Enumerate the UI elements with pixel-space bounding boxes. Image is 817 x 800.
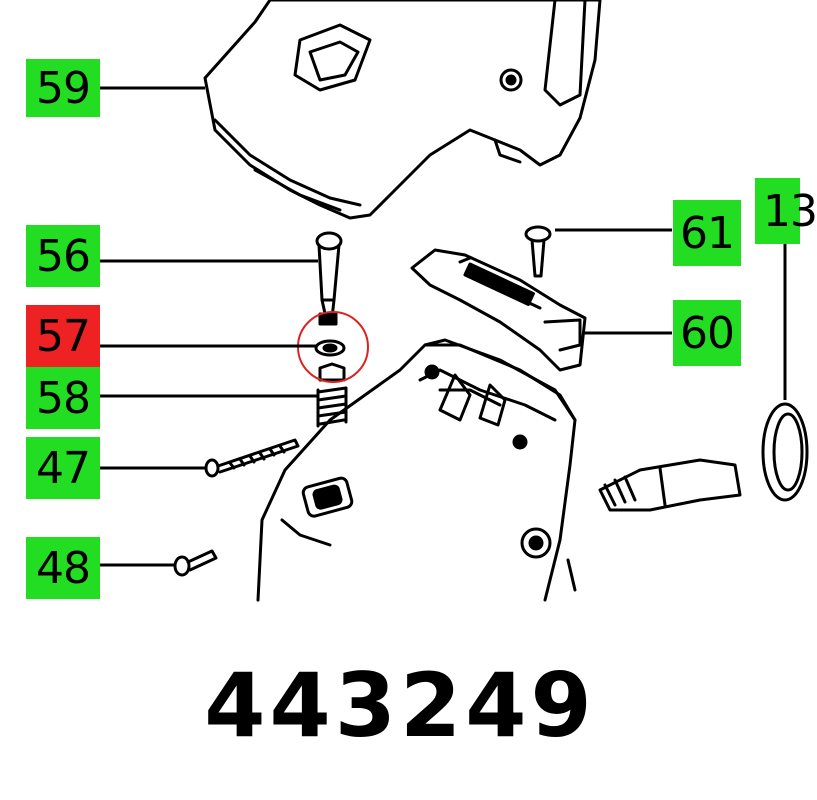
callout-label: 13: [763, 185, 817, 237]
callout-57: 57: [26, 305, 100, 367]
callout-label: 56: [36, 230, 91, 282]
washer-part: [314, 339, 346, 357]
callout-61: 61: [673, 200, 741, 266]
top-cover-part: [203, 0, 602, 220]
short-screw-part: [173, 549, 218, 577]
callout-47: 47: [26, 437, 100, 499]
callout-59: 59: [26, 59, 100, 117]
callout-13: 13: [755, 178, 817, 244]
ring-part: [761, 402, 809, 502]
shaft-part: [315, 231, 343, 326]
callout-label: 61: [680, 207, 735, 259]
callout-48: 48: [26, 537, 100, 599]
part-number: 443249: [204, 653, 596, 757]
exploded-parts-diagram: [100, 0, 809, 602]
callout-label: 48: [36, 542, 91, 594]
small-screw-part: [524, 225, 552, 278]
callout-56: 56: [26, 225, 100, 287]
trigger-part: [410, 248, 587, 372]
long-screw-part: [204, 438, 300, 478]
callout-60: 60: [673, 300, 741, 366]
callout-label: 60: [680, 307, 735, 359]
callout-label: 57: [36, 310, 91, 362]
leader-lines: [100, 86, 787, 567]
spring-part: [316, 362, 348, 428]
callout-label: 58: [36, 372, 91, 424]
main-housing-part: [256, 338, 577, 602]
callout-label: 47: [36, 442, 91, 494]
callout-label: 59: [36, 62, 91, 114]
callout-58: 58: [26, 367, 100, 429]
armature-part: [598, 458, 742, 512]
